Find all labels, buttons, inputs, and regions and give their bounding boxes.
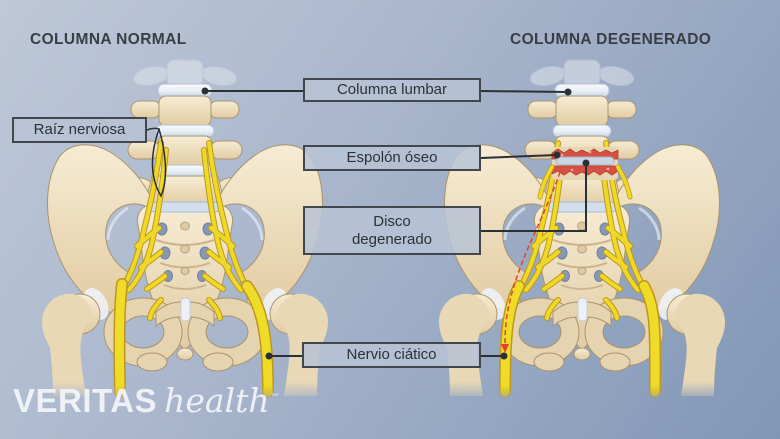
label-columna-lumbar-text: Columna lumbar xyxy=(336,81,448,98)
label-disco-degenerado: Disco degenerado xyxy=(303,206,481,255)
heading-columna-normal: COLUMNA NORMAL xyxy=(30,31,187,48)
normal-pelvis-illustration xyxy=(42,60,328,396)
inflamed-nerve-path xyxy=(501,171,561,353)
logo-product-text: health™ xyxy=(164,381,280,420)
leader-endpoint-dots xyxy=(201,87,590,360)
veritas-health-logo: VERITAS health™ xyxy=(13,381,280,420)
label-nervio-ciatico-text: Nervio ciático xyxy=(346,346,437,363)
label-columna-lumbar: Columna lumbar xyxy=(303,78,481,102)
label-espolon-oseo: Espolón óseo xyxy=(303,145,481,171)
leader-disco-degenerado xyxy=(481,163,587,232)
logo-brand-text: VERITAS xyxy=(13,382,158,419)
degenerated-pelvis-illustration xyxy=(439,60,725,396)
label-nervio-ciatico: Nervio ciático xyxy=(302,342,481,368)
sciatic-nerves-degenerated xyxy=(499,280,662,398)
label-espolon-oseo-text: Espolón óseo xyxy=(346,149,438,166)
heading-columna-degenerado: COLUMNA DEGENERADO xyxy=(510,31,712,48)
trademark-symbol: ™ xyxy=(270,393,280,403)
leader-lines xyxy=(146,87,590,360)
leader-raiz-nerviosa xyxy=(146,127,167,198)
label-disco-degenerado-text: Disco degenerado xyxy=(351,212,433,248)
sciatic-nerves-normal xyxy=(113,278,274,398)
label-raiz-nerviosa: Raíz nerviosa xyxy=(12,117,147,143)
leader-columna-lumbar-right xyxy=(480,90,569,93)
label-raiz-nerviosa-text: Raíz nerviosa xyxy=(33,121,126,138)
degenerated-disc-bone-spurs xyxy=(537,147,633,200)
leader-espolon-oseo xyxy=(480,154,558,159)
logo-product-word: health xyxy=(164,381,270,420)
